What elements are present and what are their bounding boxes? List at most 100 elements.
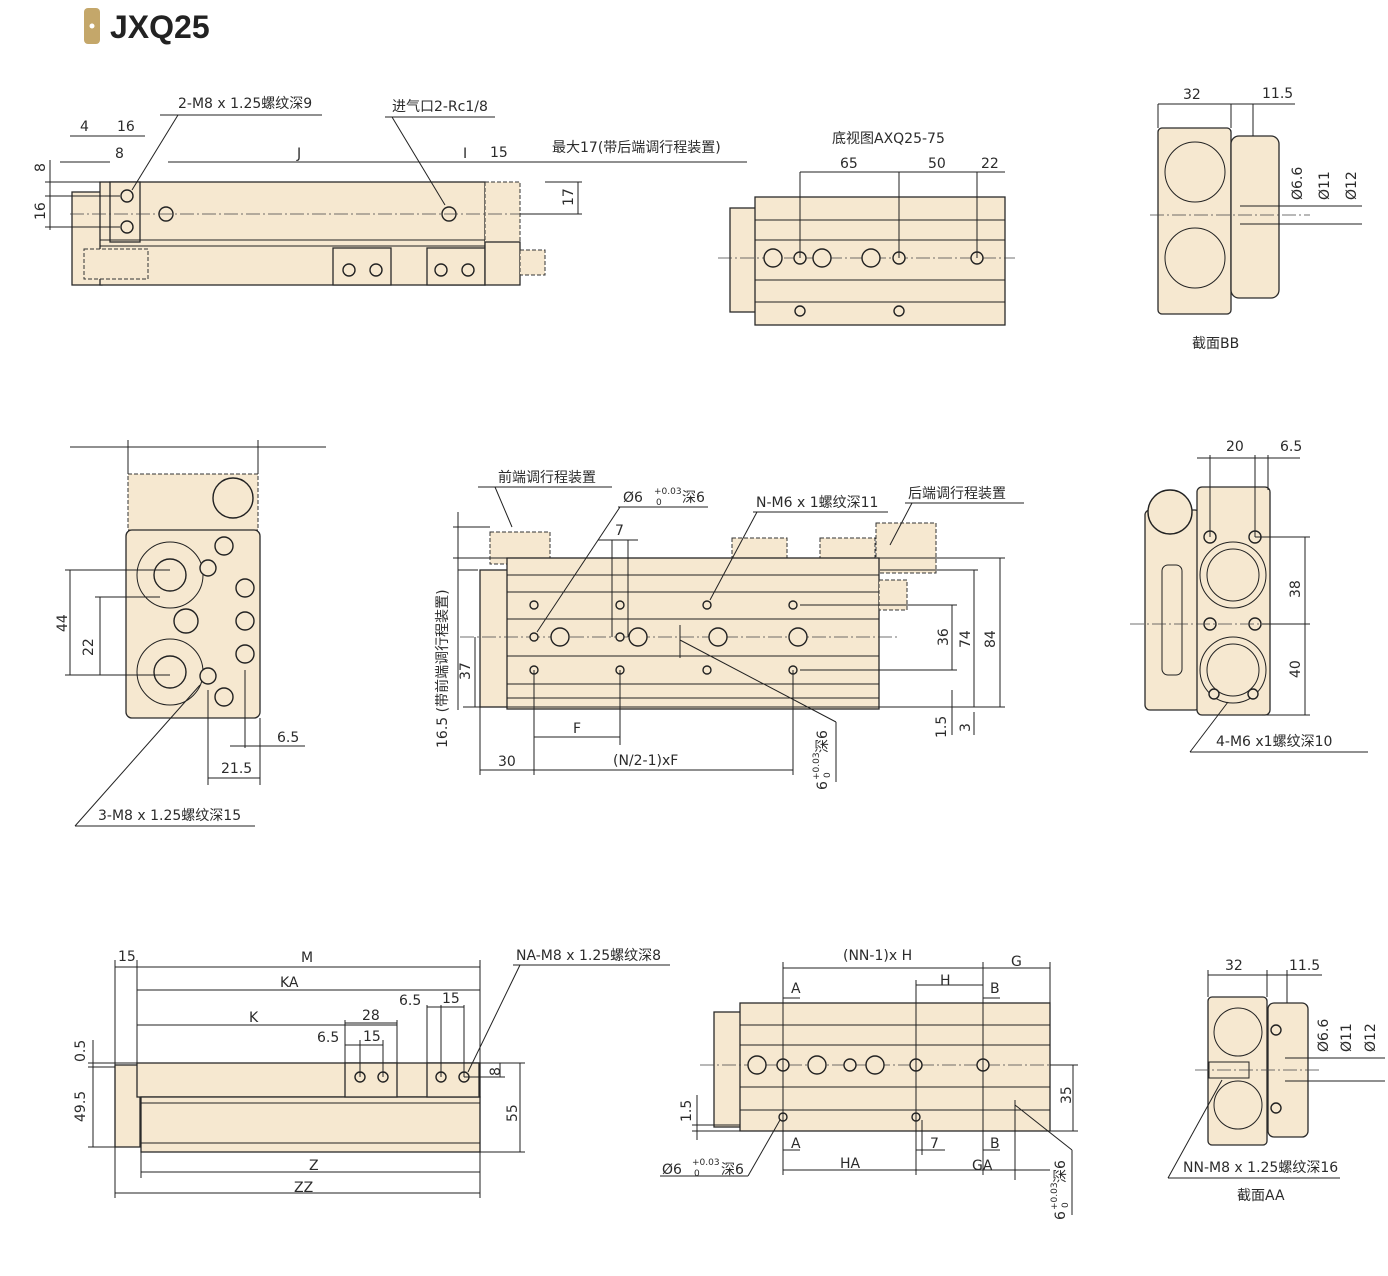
dim-GA: GA	[972, 1158, 993, 1174]
svg-text:深6: 深6	[682, 490, 705, 506]
dim-15: 15	[490, 145, 508, 161]
rear-end-view: 20 6.5 38 40 4-M6 x1螺纹深10	[1130, 439, 1368, 753]
dim-55: 55	[505, 1104, 521, 1122]
dim-J: J	[296, 146, 301, 162]
svg-text:6: 6	[815, 781, 831, 790]
svg-text:6: 6	[1053, 1211, 1069, 1220]
dim-v8: 8	[33, 163, 49, 172]
front-adjuster-label: 前端调行程装置	[498, 469, 596, 486]
dim-32: 32	[1183, 87, 1201, 103]
dim-B-bot: B	[990, 1136, 1000, 1152]
dim-30: 30	[498, 754, 516, 770]
dim-21-5: 21.5	[221, 761, 252, 777]
dim-15: 15	[118, 949, 136, 965]
section-bb: 32 11.5 Ø6.6 Ø11 Ø12 截面BB	[1150, 86, 1362, 352]
dim-44: 44	[55, 614, 71, 632]
svg-text:+0.03: +0.03	[812, 752, 822, 780]
svg-text:0: 0	[694, 1169, 700, 1179]
dia-6-6: Ø6.6	[1316, 1019, 1332, 1052]
inlet-callout: 进气口2-Rc1/8	[392, 99, 488, 115]
thread-callout: 2-M8 x 1.25螺纹深9	[178, 96, 312, 112]
dim-0-5: 0.5	[73, 1040, 89, 1062]
dim-74: 74	[958, 630, 974, 648]
dim-K: K	[249, 1010, 259, 1026]
page-title: JXQ25	[110, 9, 210, 45]
rear-adjuster-label: 后端调行程装置	[908, 486, 1006, 502]
dim-16-5: 16.5 (带前端调行程装置)	[434, 589, 451, 748]
dim-28: 28	[362, 1008, 380, 1024]
dim-36: 36	[936, 628, 952, 646]
dim-1-5: 1.5	[934, 716, 950, 738]
top-view: 前端调行程装置 Ø6 +0.03 0 深6 7 N-M6 x 1螺纹深11 后端…	[434, 469, 1024, 790]
svg-text:深6: 深6	[721, 1162, 744, 1178]
dim-22: 22	[81, 638, 97, 656]
slot-tolerance: 6 +0.03 0 深6	[1050, 1160, 1071, 1220]
dim-8: 8	[115, 146, 124, 162]
dim-15a: 15	[442, 991, 460, 1007]
dim-F: F	[573, 721, 581, 737]
section-aa-caption: 截面AA	[1237, 1188, 1285, 1204]
dim-37: 37	[458, 662, 474, 680]
lower-bottom-view: (NN-1)x H G A H B 1.5 35 A 7 B Ø6 +0.03 …	[660, 948, 1078, 1220]
dim-pitch: (N/2-1)xF	[613, 753, 678, 769]
thread-callout: NN-M8 x 1.25螺纹深16	[1183, 1160, 1338, 1176]
pin-hole-tolerance: Ø6 +0.03 0 深6	[662, 1158, 744, 1179]
dim-16: 16	[117, 119, 135, 135]
dim-11-5: 11.5	[1289, 958, 1320, 974]
dim-KA: KA	[280, 975, 299, 991]
dim-A-top: A	[791, 981, 801, 997]
dia-12: Ø12	[1363, 1023, 1379, 1052]
dim-1-5: 1.5	[679, 1100, 695, 1122]
svg-text:0: 0	[823, 772, 833, 778]
dim-v17: 17	[561, 188, 577, 206]
section-bb-caption: 截面BB	[1192, 336, 1239, 352]
dim-6-5: 6.5	[1280, 439, 1302, 455]
dim-pitch: (NN-1)x H	[843, 948, 912, 964]
bottom-view-title: 底视图AXQ25-75	[832, 131, 945, 147]
dim-35: 35	[1059, 1086, 1075, 1104]
dim-H: H	[940, 973, 951, 989]
dim-B-top: B	[990, 981, 1000, 997]
dim-7: 7	[930, 1136, 939, 1152]
dia-6-6: Ø6.6	[1290, 167, 1306, 200]
pin-hole-tolerance: Ø6 +0.03 0 深6	[623, 487, 705, 508]
svg-text:+0.03: +0.03	[654, 487, 682, 497]
dim-8: 8	[488, 1067, 504, 1076]
dim-A-bot: A	[791, 1136, 801, 1152]
svg-text:Ø6: Ø6	[623, 490, 643, 506]
dim-22: 22	[981, 156, 999, 172]
dim-M: M	[301, 950, 313, 966]
max-stroke-note: 最大17(带后端调行程装置)	[552, 140, 721, 156]
dim-Z: Z	[309, 1158, 319, 1174]
dim-15b: 15	[363, 1029, 381, 1045]
dim-G: G	[1011, 954, 1022, 970]
dim-11-5: 11.5	[1262, 86, 1293, 102]
dim-6-5: 6.5	[277, 730, 299, 746]
dim-49-5: 49.5	[73, 1091, 89, 1122]
dim-65: 65	[840, 156, 858, 172]
side-view: 4 16 8 J I 15 最大17(带后端调行程装置) 2-M8 x 1.25…	[33, 96, 747, 286]
dim-38: 38	[1288, 580, 1304, 598]
thread-callout: NA-M8 x 1.25螺纹深8	[516, 948, 661, 964]
svg-text:+0.03: +0.03	[692, 1158, 720, 1168]
dia-11: Ø11	[1317, 171, 1333, 200]
dim-6-5a: 6.5	[399, 993, 421, 1009]
svg-text:0: 0	[1061, 1202, 1071, 1208]
slot-tolerance: 6 +0.03 0 深6	[812, 730, 833, 790]
thread-callout: N-M6 x 1螺纹深11	[756, 495, 878, 511]
dim-6-5b: 6.5	[317, 1030, 339, 1046]
svg-text:深6: 深6	[815, 730, 831, 753]
dia-11: Ø11	[1339, 1023, 1355, 1052]
dim-84: 84	[983, 630, 999, 648]
dim-v16: 16	[33, 202, 49, 220]
dim-7: 7	[615, 523, 624, 539]
dim-3: 3	[958, 723, 974, 732]
dim-20: 20	[1226, 439, 1244, 455]
svg-text:+0.03: +0.03	[1050, 1182, 1060, 1210]
svg-text:深6: 深6	[1053, 1160, 1069, 1183]
dim-4: 4	[80, 119, 89, 135]
dim-I: I	[463, 146, 467, 162]
dim-32: 32	[1225, 958, 1243, 974]
thread-callout: 3-M8 x 1.25螺纹深15	[98, 808, 241, 824]
dim-HA: HA	[840, 1156, 861, 1172]
